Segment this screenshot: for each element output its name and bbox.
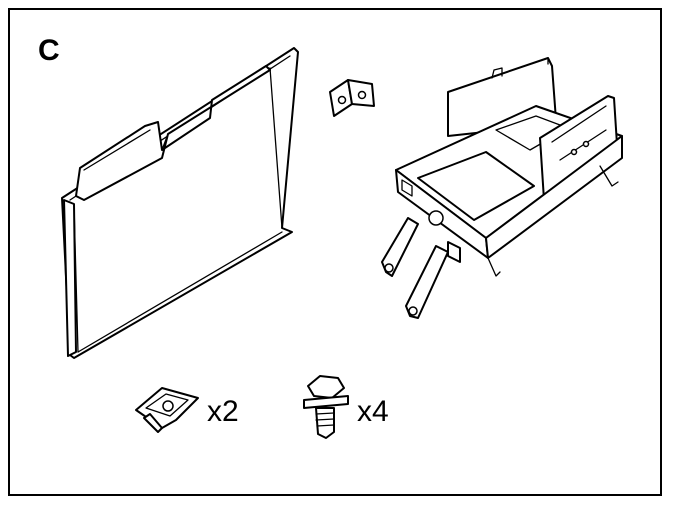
shield-panel-icon — [61, 47, 299, 359]
panel-letter: C — [38, 34, 60, 67]
clip-quantity-label: x2 — [207, 395, 239, 428]
diagram-frame — [8, 8, 662, 496]
frame-bracket-icon — [381, 57, 623, 319]
bolt-quantity-label: x4 — [357, 395, 389, 428]
speed-nut-clip-icon — [135, 387, 199, 433]
flange-bolt-icon — [303, 375, 349, 439]
mounting-bracket-icon — [329, 79, 375, 117]
